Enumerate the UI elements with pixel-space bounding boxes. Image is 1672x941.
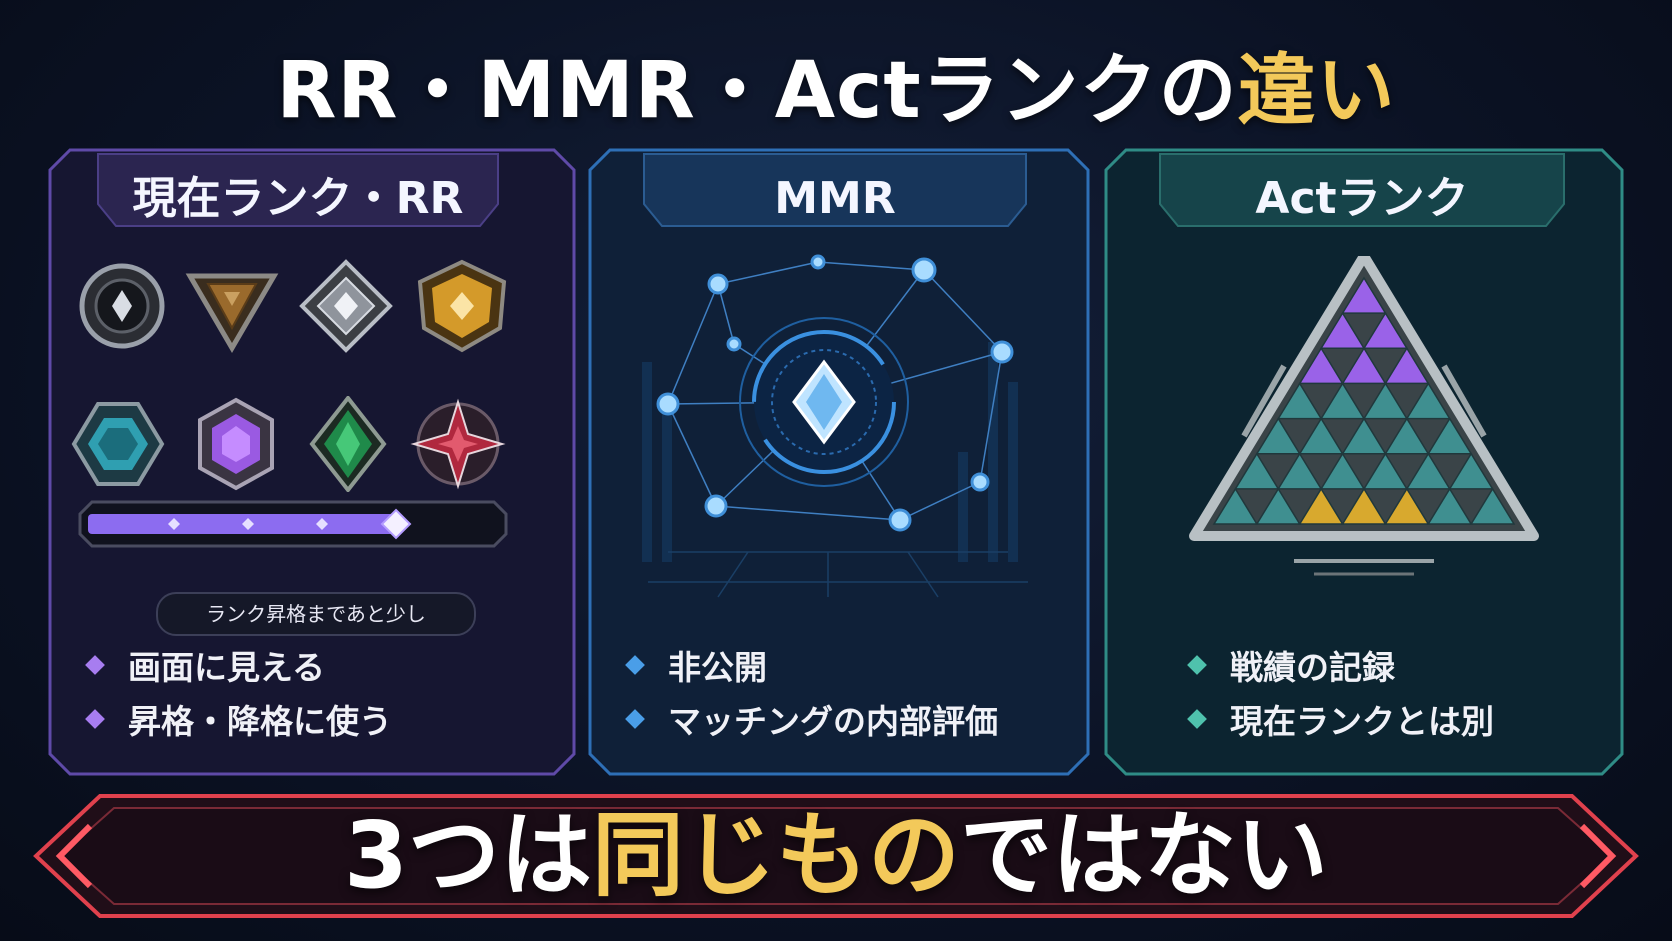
banner-text: 3つは同じものではない	[343, 802, 1329, 909]
rank-cell	[1469, 487, 1516, 525]
bullet-diamond-icon	[1187, 709, 1207, 729]
rank-cell	[1319, 452, 1366, 490]
rank-cell	[1341, 276, 1387, 314]
bullet-list-mmr: 非公開 マッチングの内部評価	[625, 638, 998, 746]
rank-cell	[1448, 452, 1494, 490]
panel-header-current-rank: 現在ランク・RR	[132, 173, 464, 224]
conclusion-banner: 3つは同じものではない	[30, 790, 1642, 922]
list-item: マッチングの内部評価	[625, 692, 998, 746]
bullet-diamond-icon	[1187, 655, 1207, 675]
list-item: 非公開	[625, 638, 998, 692]
rank-cell	[1405, 452, 1452, 490]
bullet-diamond-icon	[625, 655, 645, 675]
page-title: RR・MMR・Actランクの違い	[0, 28, 1672, 140]
progress-marker-icon	[380, 508, 412, 540]
triangle-rank-icon	[1189, 256, 1539, 576]
silver-badge-icon	[299, 259, 393, 353]
bullet-diamond-icon	[625, 709, 645, 729]
rank-cell	[1341, 417, 1387, 455]
list-item: 画面に見える	[85, 638, 392, 692]
right-chevron-icon	[1579, 823, 1617, 889]
rank-cell	[1362, 452, 1409, 490]
rank-cell	[1405, 381, 1452, 420]
list-item: 戦績の記録	[1187, 638, 1494, 692]
progress-caption: ランク昇格まであと少し	[156, 592, 476, 636]
bullet-list-current-rank: 画面に見える 昇格・降格に使う	[85, 638, 392, 746]
title-main: RR・MMR・Actランクの	[276, 46, 1238, 136]
bullet-diamond-icon	[85, 709, 105, 729]
bullet-list-act-rank: 戦績の記録 現在ランクとは別	[1187, 638, 1494, 746]
banner-frame	[33, 794, 1639, 918]
panel-current-rank: 現在ランク・RR	[48, 148, 576, 776]
diamond-badge-icon	[198, 397, 274, 491]
panel-mmr: MMR 非公開	[588, 148, 1090, 776]
panel-act-rank: Actランク 戦績の記録 現在ランクとは別	[1104, 148, 1624, 776]
rank-cell	[1384, 346, 1430, 385]
rank-cell	[1426, 417, 1473, 455]
rank-progress-bar	[78, 500, 508, 548]
bullet-diamond-icon	[85, 655, 105, 675]
panel-header-act-rank: Actランク	[1255, 173, 1469, 224]
rank-cell	[1384, 487, 1430, 525]
rank-cell	[1384, 417, 1430, 455]
triangle-grid	[1212, 276, 1516, 525]
rank-cell	[1341, 487, 1387, 525]
rank-cell	[1298, 346, 1344, 385]
iron-badge-icon	[79, 263, 165, 349]
list-item: 現在ランクとは別	[1187, 692, 1494, 746]
rank-cell	[1426, 487, 1473, 525]
platinum-badge-icon	[71, 402, 165, 486]
bronze-badge-icon	[185, 273, 279, 353]
rank-cell	[1255, 417, 1302, 455]
rank-cell	[1319, 381, 1366, 420]
rank-cell	[1234, 452, 1280, 490]
rank-cell	[1362, 381, 1409, 420]
rank-cell	[1298, 487, 1344, 525]
rank-cell	[1362, 311, 1409, 350]
rank-cell	[1276, 452, 1323, 490]
rank-cell	[1276, 381, 1323, 420]
network-diamond-icon	[642, 254, 1028, 598]
immortal-badge-icon	[410, 398, 506, 490]
rank-cell	[1212, 487, 1259, 525]
list-item: 昇格・降格に使う	[85, 692, 392, 746]
panel-header-mmr: MMR	[774, 173, 896, 224]
title-highlight: 違い	[1237, 46, 1396, 136]
rank-cell	[1298, 417, 1344, 455]
gold-badge-icon	[417, 259, 507, 353]
ascendant-badge-icon	[309, 396, 387, 492]
left-chevron-icon	[55, 823, 93, 889]
rank-cell	[1341, 346, 1387, 385]
rank-cell	[1255, 487, 1302, 525]
rank-cell	[1319, 311, 1366, 350]
